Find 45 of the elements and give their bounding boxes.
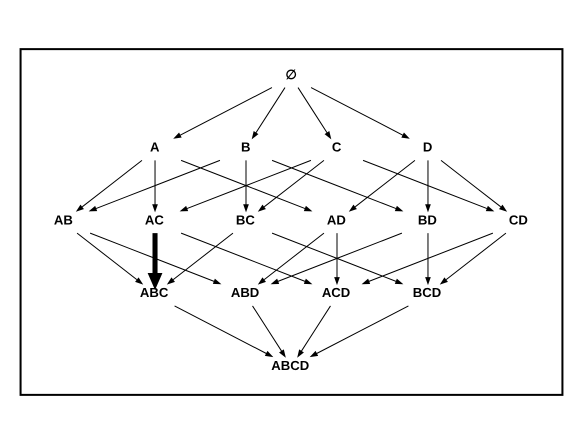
arrow (152, 160, 158, 212)
arrow (348, 159, 416, 212)
arrow (258, 232, 324, 284)
node-text: ACD (322, 284, 350, 300)
arrow (76, 159, 142, 212)
arrow (425, 160, 431, 212)
arrow (362, 232, 494, 284)
arrow (362, 159, 494, 211)
node-text: B (240, 139, 250, 154)
arrow (252, 86, 286, 139)
arrow (148, 232, 162, 290)
arrow (297, 305, 331, 358)
node-text: BD (418, 212, 437, 227)
node-text: C (332, 139, 342, 154)
arrow (90, 232, 222, 284)
node-text: ABD (230, 284, 260, 300)
arrow (272, 159, 404, 211)
arrow (440, 159, 508, 212)
arrow (310, 86, 410, 138)
node-text: ABCD (271, 358, 310, 372)
node-text: CD (508, 212, 528, 227)
arrow (180, 232, 312, 284)
arrow (310, 304, 409, 357)
arrow (252, 305, 286, 358)
node-text: AB (54, 212, 73, 227)
arrow (425, 232, 431, 285)
arrow (88, 159, 220, 211)
arrow (243, 160, 249, 212)
arrow (334, 232, 340, 285)
arrow (76, 232, 144, 284)
node-text: A (150, 139, 160, 154)
arrow (166, 232, 234, 284)
arrow (298, 86, 332, 139)
node-text: BCD (412, 284, 442, 300)
arrow (173, 86, 272, 138)
node-text: BC (236, 212, 255, 227)
node-text: AC (144, 212, 164, 227)
arrow (258, 159, 324, 212)
node-text: AD (326, 212, 346, 227)
node-text: ABC (140, 284, 168, 300)
arrow (174, 304, 274, 357)
node-text: D (422, 139, 432, 154)
cluster (20, 48, 564, 396)
arrow (440, 232, 506, 284)
node-text: ∅ (285, 66, 296, 82)
